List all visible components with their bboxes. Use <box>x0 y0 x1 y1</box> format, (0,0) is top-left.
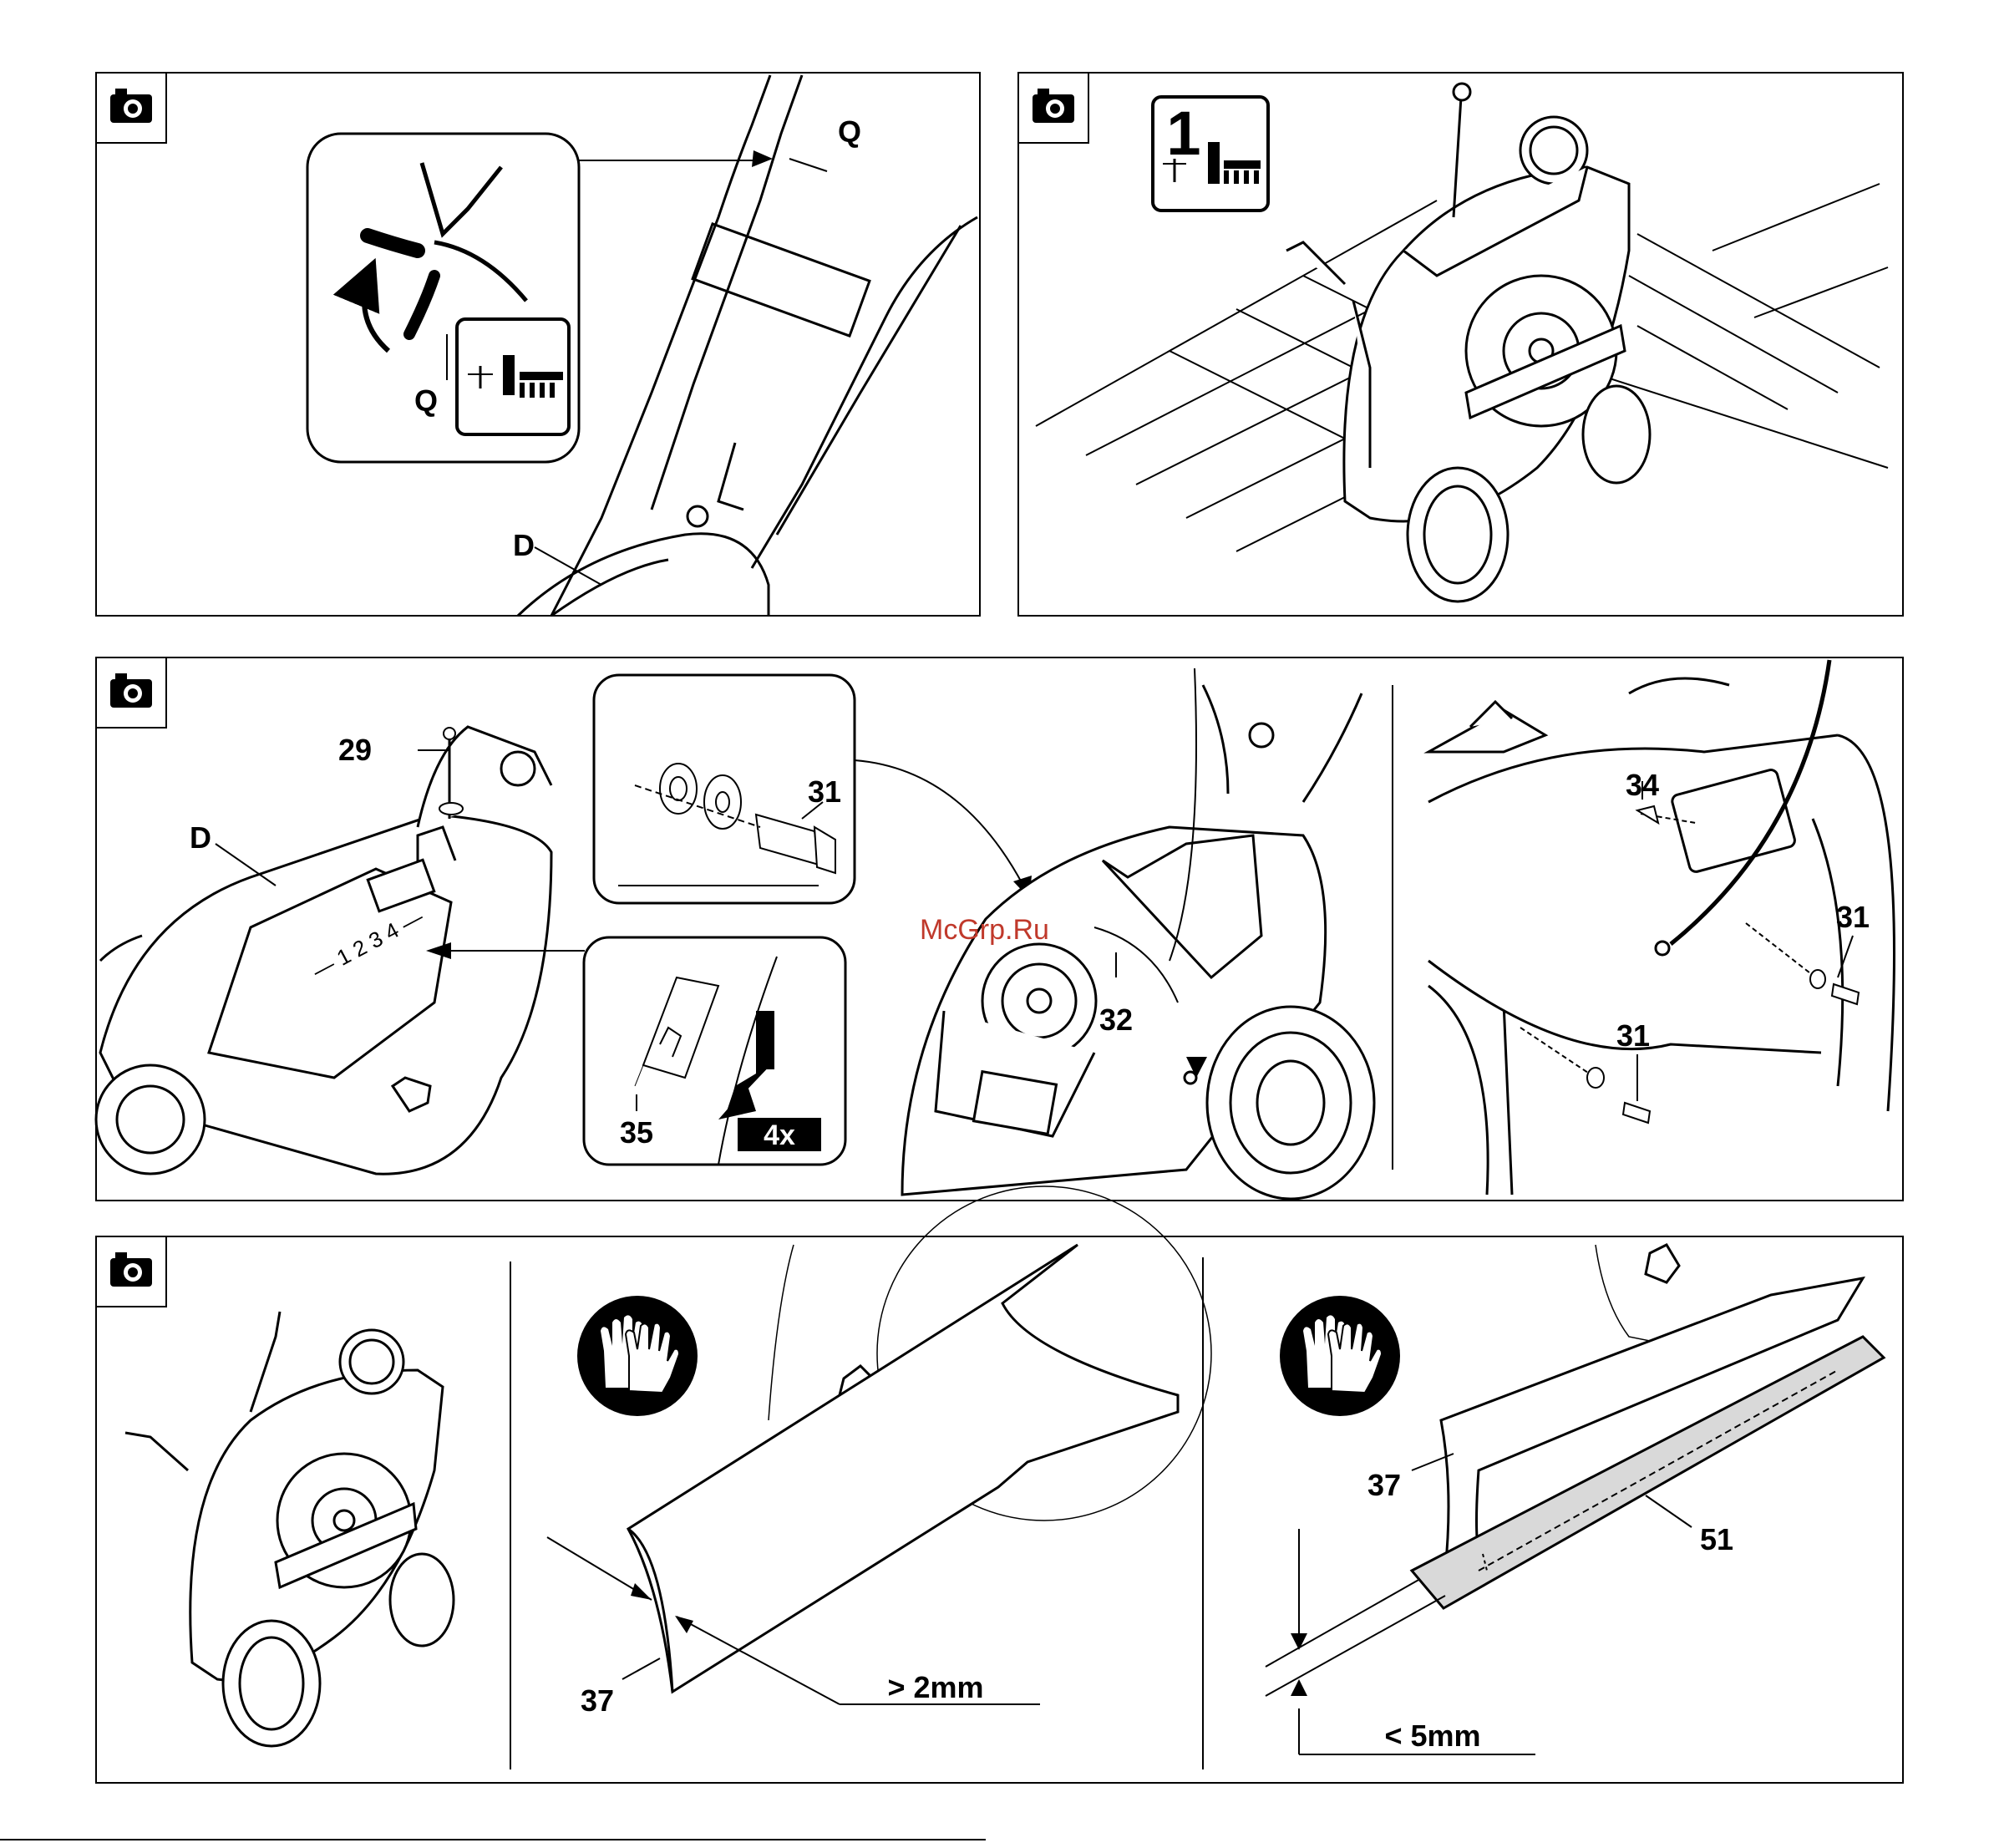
cutting-height-icon <box>457 319 569 434</box>
camera-icon <box>1018 73 1088 143</box>
dim-min-edge: > 2mm <box>887 1670 983 1704</box>
label-d-cover: D <box>190 820 211 855</box>
camera-icon <box>96 657 166 728</box>
label-q-inset: Q <box>414 383 438 418</box>
camera-icon <box>96 73 166 143</box>
badge-4x-text: 4x <box>764 1119 795 1151</box>
panel-remove-cover: — 1 2 3 4 — 29 D 31 <box>96 657 1903 1201</box>
label-29: 29 <box>338 733 372 767</box>
setting-value: 1 <box>1166 99 1200 168</box>
watermark: McGrp.Ru <box>920 914 1049 946</box>
label-37-a: 37 <box>581 1683 614 1718</box>
label-51: 51 <box>1700 1522 1733 1556</box>
dim-max-gap: < 5mm <box>1384 1719 1480 1753</box>
label-32: 32 <box>1099 1003 1133 1037</box>
label-31-inset: 31 <box>808 774 841 809</box>
label-35: 35 <box>620 1115 653 1150</box>
label-34: 34 <box>1626 768 1659 802</box>
label-37-b: 37 <box>1367 1468 1401 1502</box>
label-31-a: 31 <box>1836 900 1870 934</box>
label-q-main: Q <box>838 114 861 149</box>
label-31-b: 31 <box>1616 1018 1650 1053</box>
panel-blade-check: > 2mm 37 < 5mm 37 51 <box>96 1186 1903 1783</box>
label-d: D <box>513 528 535 562</box>
camera-icon <box>96 1236 166 1307</box>
gloves-icon <box>577 1296 698 1416</box>
panel-handle-lever: Q Q D <box>96 73 980 616</box>
gloves-icon <box>1280 1296 1400 1416</box>
panel-mower-tilted: 1 <box>1018 73 1903 616</box>
